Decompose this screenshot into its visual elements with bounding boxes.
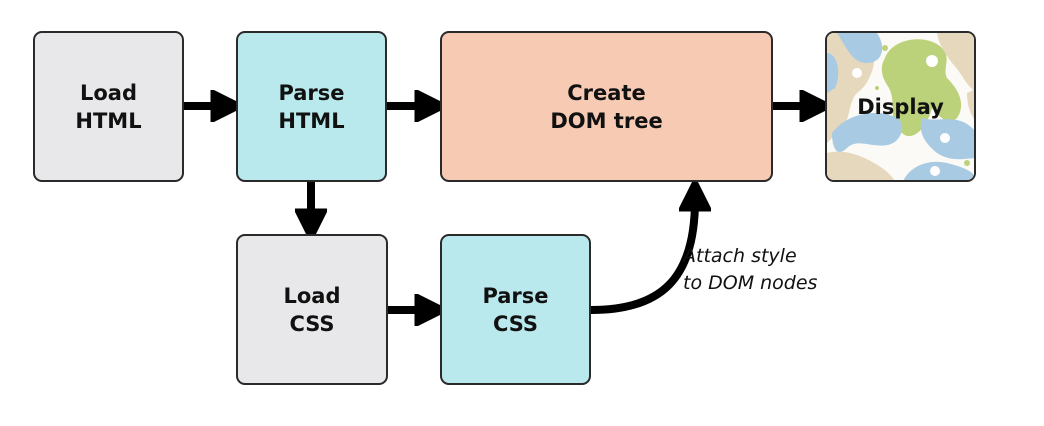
node-load-css-label: Load CSS [283,283,341,336]
node-create-dom: Create DOM tree [440,31,773,182]
node-display-label: Display [857,94,944,119]
node-load-html-label: Load HTML [75,80,142,133]
node-create-dom-label: Create DOM tree [550,80,663,133]
node-parse-css-label: Parse CSS [482,283,549,336]
node-parse-css: Parse CSS [440,234,591,385]
arrow-parse-css-to-create-dom [590,186,695,314]
node-display: Display [825,31,976,182]
node-parse-html: Parse HTML [236,31,387,182]
abstract-pattern-image [827,33,974,180]
node-load-html: Load HTML [33,31,184,182]
node-load-css: Load CSS [236,234,388,385]
edge-annotation-attach-style: Attach style to DOM nodes [683,245,818,294]
node-parse-html-label: Parse HTML [278,80,345,133]
